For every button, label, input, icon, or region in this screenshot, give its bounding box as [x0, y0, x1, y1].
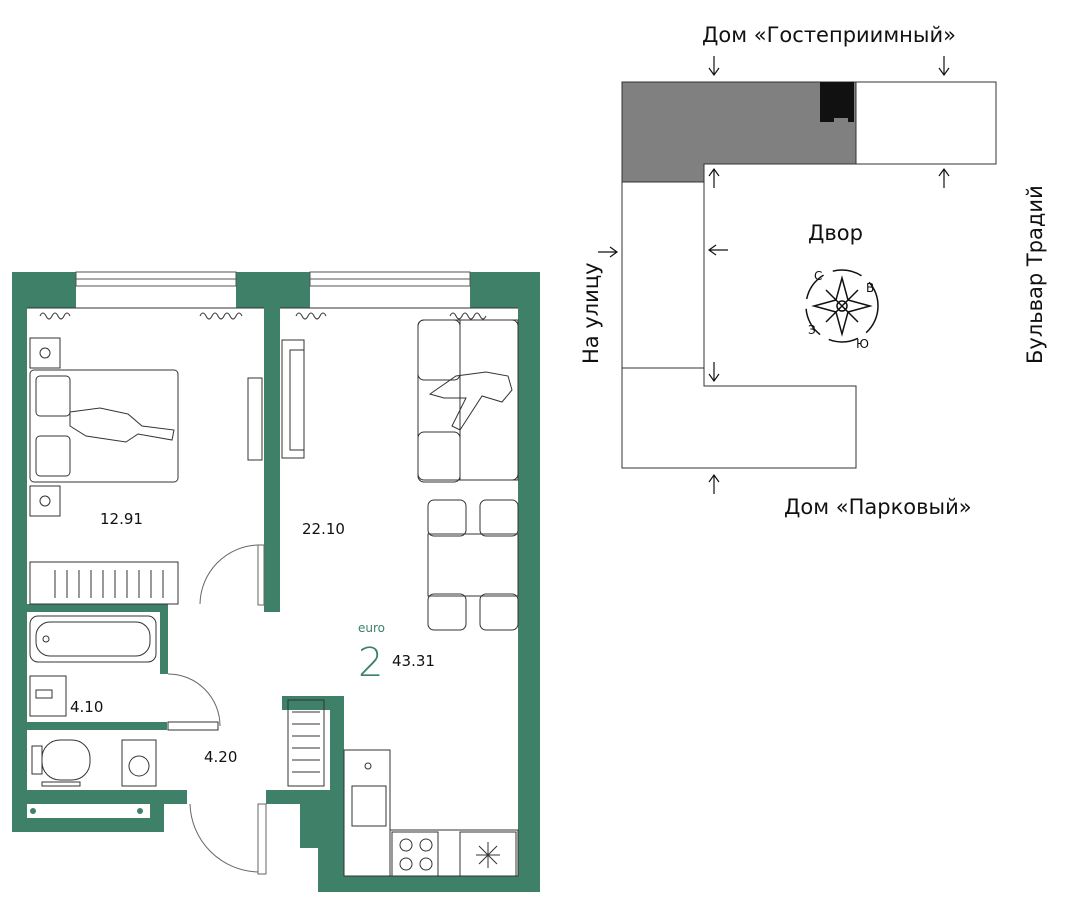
room-area-bathroom: 4.10	[70, 698, 103, 716]
room-area-bedroom: 12.91	[100, 510, 143, 528]
total-area: 43.31	[392, 652, 435, 670]
compass-icon	[805, 269, 879, 343]
windows	[75, 271, 471, 287]
site-plan: С В Ю З	[598, 56, 997, 494]
compass-north: С	[814, 269, 822, 283]
north-building-label: Дом «Гостеприимный»	[702, 23, 956, 47]
courtyard-label: Двор	[808, 221, 863, 245]
south-building-label: Дом «Парковый»	[784, 495, 972, 519]
interior-walls	[27, 300, 280, 730]
compass-east: В	[866, 281, 874, 295]
living-furniture	[281, 319, 519, 631]
bedroom-furniture	[29, 337, 263, 517]
east-street-label: Бульвар Традий	[1023, 185, 1047, 364]
kitchen	[343, 749, 519, 877]
room-area-hallway: 4.20	[204, 748, 237, 766]
compass-south: Ю	[856, 337, 869, 351]
outer-walls	[12, 272, 540, 892]
other-buildings	[621, 81, 997, 469]
room-area-living: 22.10	[302, 520, 345, 538]
apartment-marker	[820, 82, 854, 122]
compass-west: З	[808, 323, 816, 337]
rooms-count: 2	[358, 640, 383, 686]
entrance-arrows	[598, 56, 950, 494]
layout-type-label: euro	[358, 621, 385, 635]
west-street-label: На улицу	[579, 262, 603, 364]
floor-plan	[12, 271, 540, 892]
doors	[167, 544, 267, 875]
bathroom-fixtures	[29, 615, 157, 787]
